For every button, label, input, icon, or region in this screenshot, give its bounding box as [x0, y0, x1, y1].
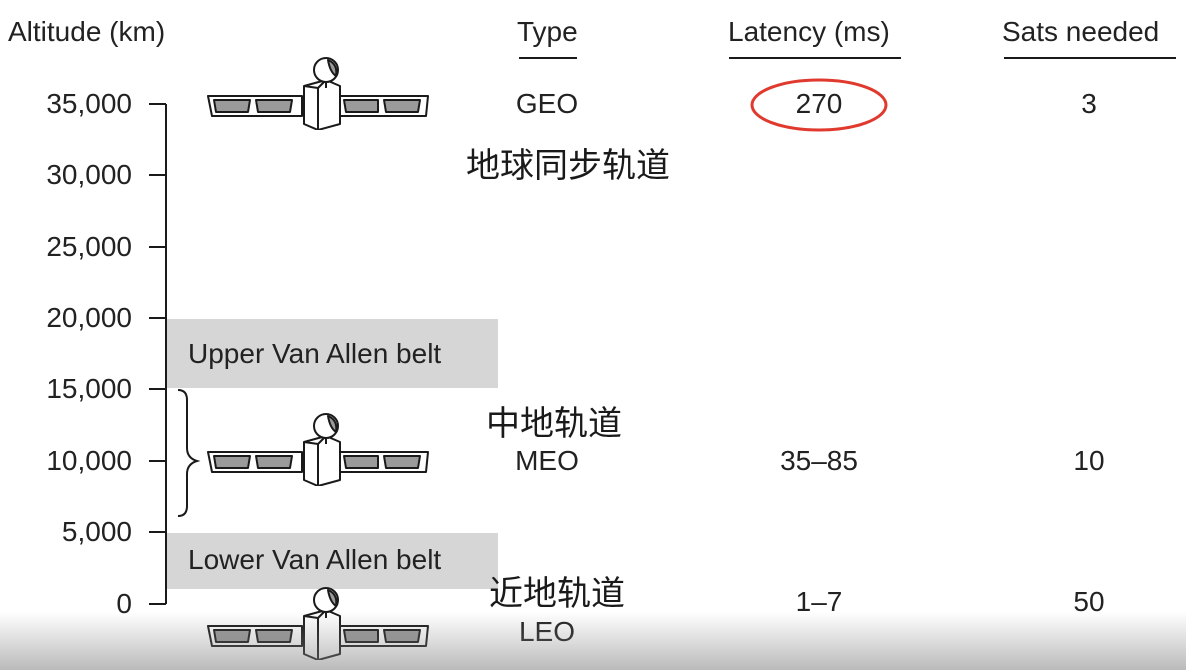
- lower-van-allen-belt: [166, 533, 498, 589]
- type-header: Type: [517, 16, 578, 47]
- satellite-icon: [207, 413, 429, 486]
- axis-tick-label: 0: [116, 588, 132, 619]
- brace-icon: [177, 389, 201, 517]
- axis-tick-label: 20,000: [46, 302, 132, 333]
- meo-latency-value: 35–85: [780, 445, 858, 476]
- axis-tick-label: 35,000: [46, 88, 132, 119]
- upper-van-allen-belt: [166, 319, 498, 388]
- leo-latency-value: 1–7: [795, 586, 843, 617]
- satellite-icon: [207, 587, 429, 660]
- satellite-icon: [207, 57, 429, 130]
- geo-chinese-label: 地球同步轨道: [466, 146, 670, 186]
- geo-sats-value: 3: [1081, 88, 1097, 119]
- meo-type-label: MEO: [515, 445, 579, 476]
- sats-header: Sats needed: [1002, 16, 1160, 47]
- meo-chinese-label: 中地轨道: [486, 404, 622, 444]
- geo-type-label: GEO: [515, 88, 579, 119]
- axis-tick-label: 5,000: [61, 516, 132, 547]
- meo-sats-value: 10: [1073, 445, 1105, 476]
- axis-tick-label: 30,000: [46, 159, 132, 190]
- axis-tick-label: 15,000: [46, 373, 132, 404]
- geo-latency-value: 270: [795, 88, 843, 119]
- leo-sats-value: 50: [1073, 586, 1105, 617]
- latency-header: Latency (ms): [728, 16, 890, 47]
- axis-tick-label: 10,000: [46, 445, 132, 476]
- altitude-header: Altitude (km): [8, 16, 166, 47]
- axis-tick-label: 25,000: [46, 231, 132, 262]
- leo-type-label: LEO: [518, 616, 576, 647]
- lower-belt-label: Lower Van Allen belt: [188, 544, 442, 575]
- latency-highlight-circle: [750, 78, 888, 132]
- leo-chinese-label: 近地轨道: [489, 574, 625, 614]
- upper-belt-label: Upper Van Allen belt: [188, 338, 442, 369]
